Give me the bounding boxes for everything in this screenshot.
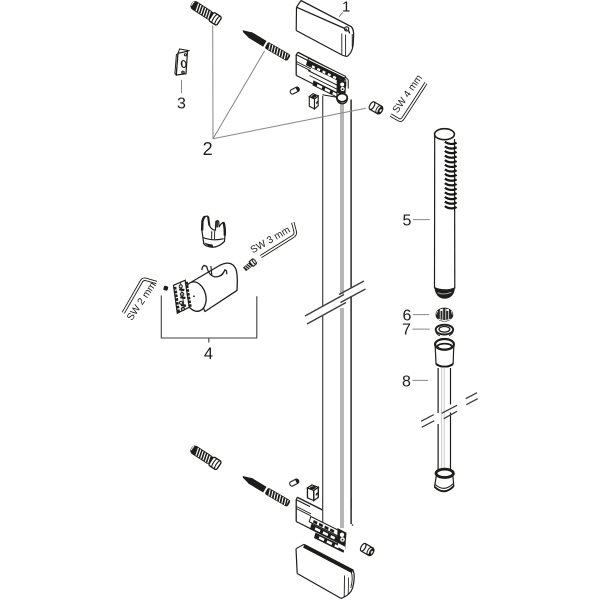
- svg-text:3: 3: [177, 96, 186, 113]
- svg-text:8: 8: [402, 373, 411, 390]
- svg-text:6: 6: [403, 307, 412, 324]
- svg-text:2: 2: [203, 139, 213, 159]
- svg-text:5: 5: [403, 212, 412, 229]
- svg-text:4: 4: [204, 345, 213, 363]
- svg-text:7: 7: [402, 322, 411, 339]
- svg-text:1: 1: [342, 0, 350, 16]
